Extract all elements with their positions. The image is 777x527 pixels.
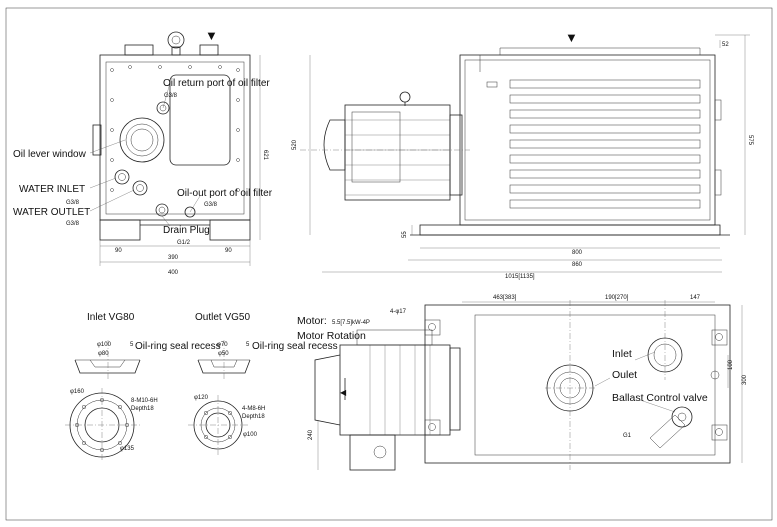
dim-240: 240 [308, 429, 314, 440]
label-inlet: Inlet [612, 348, 632, 360]
label-outlet-vg50: Outlet VG50 [195, 312, 250, 323]
dim-147: 147 [690, 295, 701, 301]
rotation-arrow-icon: ◀ [340, 388, 347, 397]
dim-g38-d: G3/8 [204, 202, 218, 208]
dim-90-right: 90 [225, 248, 232, 254]
dim-390: 390 [168, 255, 179, 261]
dim-g1: G1 [623, 433, 632, 439]
dim-g38-b: G3/8 [66, 200, 80, 206]
dim-d100-b: φ100 [243, 432, 258, 438]
dim-d50-outlet: φ50 [218, 351, 229, 357]
label-oil-lever-window: Oil lever window [13, 149, 87, 160]
dim-1015: 1015[1135] [505, 274, 535, 280]
top-arrow-icon: ▼ [205, 28, 218, 43]
dim-52: 52 [722, 42, 729, 48]
dim-5-inlet: 5 [130, 342, 134, 348]
dim-m8: 4-M8-6H [242, 406, 265, 412]
dim-463: 463[383] [493, 295, 517, 301]
label-inlet-vg80: Inlet VG80 [87, 312, 135, 323]
plan-view: ◀ [314, 300, 743, 471]
dim-d100-inlet: φ100 [97, 342, 112, 348]
dim-d80-inlet: φ80 [98, 351, 109, 357]
dim-575: 575 [747, 135, 753, 146]
side-arrow-icon: ▼ [565, 30, 578, 45]
label-motor-spec: 5.5[7.5]kW-4P [332, 320, 370, 326]
label-motor: Motor: [297, 315, 327, 327]
dim-g38-c: G3/8 [66, 221, 80, 227]
label-oil-ring-recess-2: Oil-ring seal recess [252, 341, 338, 352]
dim-d70-outlet: φ70 [217, 342, 228, 348]
dim-depth18-b: Depth18 [242, 414, 265, 420]
dim-100-side: 100 [728, 359, 734, 370]
front-view: ▼ [89, 28, 261, 266]
side-view: ▼ [300, 30, 750, 273]
label-ballast-valve: Ballast Control valve [612, 392, 708, 404]
label-motor-rotation: Motor Rotation [297, 330, 366, 342]
dim-190: 190[270] [605, 295, 629, 301]
dim-g38-a: G3/8 [164, 93, 178, 99]
label-water-inlet: WATER INLET [19, 184, 85, 195]
dim-d135: φ135 [120, 446, 135, 452]
dim-621: 621 [262, 150, 268, 161]
label-oil-out-port: Oil-out port of oil filter [177, 188, 273, 199]
drawing-frame [5, 7, 773, 521]
label-drain-plug: Drain Plug [163, 225, 210, 236]
dim-55: 55 [402, 231, 408, 238]
dim-90-left: 90 [115, 248, 122, 254]
dim-4-d17: 4-φ17 [390, 309, 407, 315]
flange-details [65, 340, 251, 462]
dim-860: 860 [572, 262, 583, 268]
label-outlet: Oulet [612, 369, 637, 381]
dim-300: 300 [742, 374, 748, 385]
dim-800: 800 [572, 250, 583, 256]
dim-m10: 8-M10-6H [131, 398, 158, 404]
dim-400: 400 [168, 270, 179, 276]
label-oil-return-port: Oil return port of oil filter [163, 78, 270, 89]
dim-520: 520 [292, 139, 298, 150]
dim-5-outlet: 5 [246, 342, 250, 348]
dim-d160: φ160 [70, 389, 85, 395]
label-oil-ring-recess-1: Oil-ring seal recess [135, 341, 221, 352]
dim-depth18-a: Depth18 [131, 406, 154, 412]
dim-d120: φ120 [194, 395, 209, 401]
label-water-outlet: WATER OUTLET [13, 207, 90, 218]
dim-g12: G1/2 [177, 240, 191, 246]
